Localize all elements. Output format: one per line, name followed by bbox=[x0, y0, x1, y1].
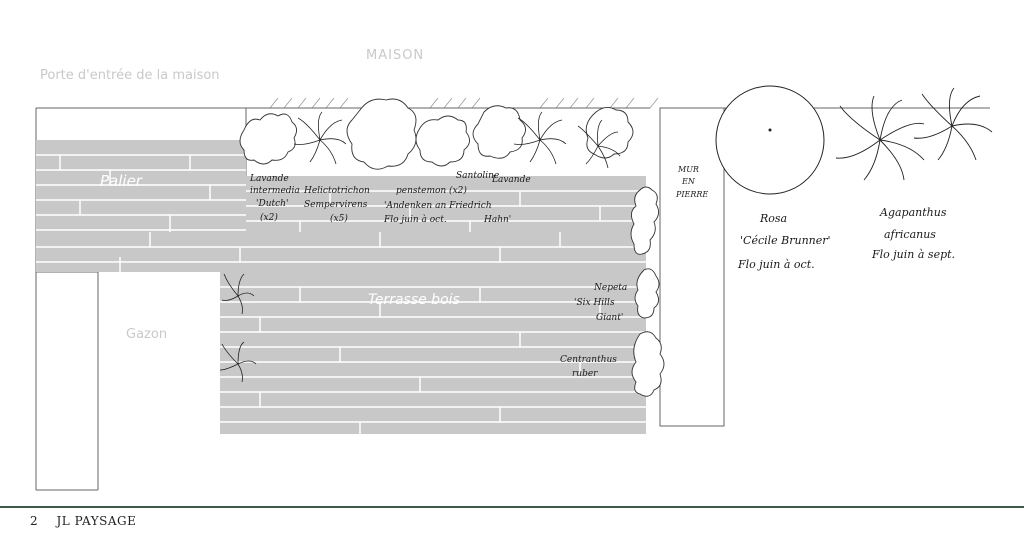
agapanthus-line-1: Agapanthus bbox=[879, 206, 947, 219]
lawn-label: Gazon bbox=[126, 327, 167, 342]
terrace-planks bbox=[36, 140, 646, 434]
shrub-lavande-intermedia-icon bbox=[239, 113, 297, 165]
plant-label-santolina: Santoline bbox=[456, 171, 499, 181]
lavandula-line-3: 'Dutch' bbox=[256, 199, 288, 209]
stone-wall-line-1: MUR bbox=[677, 165, 699, 174]
shrub-nepeta-lower-icon bbox=[634, 268, 660, 319]
helictotrichon-line-3: (x5) bbox=[330, 213, 348, 224]
shrub-right-icon bbox=[585, 107, 634, 159]
penstemon-line-3: Hahn' bbox=[483, 215, 511, 225]
plant-label-agapanthus: Agapanthus africanus Flo juin à sept. bbox=[871, 206, 955, 261]
rosa-centre-dot bbox=[768, 128, 772, 132]
rosa-line-3: Flo juin à oct. bbox=[737, 258, 815, 271]
nepeta-line-3: Giant' bbox=[596, 313, 623, 323]
plant-label-nepeta: Nepeta 'Six Hills Giant' bbox=[574, 283, 627, 323]
terrace-label: Terrasse bois bbox=[368, 292, 460, 308]
stone-wall-label: MUR EN PIERRE bbox=[675, 165, 708, 199]
company-name: JL PAYSAGE bbox=[56, 514, 137, 528]
deck-plank bbox=[246, 176, 646, 232]
plant-label-lavandula: Lavande intermedia 'Dutch' (x2) bbox=[249, 174, 300, 223]
deck-plank bbox=[36, 232, 646, 272]
house-label: MAISON bbox=[366, 48, 424, 63]
lavandula-line-1: Lavande bbox=[249, 174, 289, 184]
helictotrichon-line-1: Helictotrichon bbox=[303, 186, 370, 196]
rosa-line-1: Rosa bbox=[759, 212, 787, 225]
shrub-nepeta-icon bbox=[630, 186, 659, 255]
penstemon-line-1: penstemon (x2) bbox=[396, 185, 467, 196]
footer-rule bbox=[0, 506, 1024, 508]
grass-helictotrichon-icon bbox=[219, 111, 621, 383]
lavandula-line-2: intermedia bbox=[250, 186, 300, 196]
rosa-shrub-icon bbox=[715, 85, 825, 195]
penstemon-line-2: 'Andenken an Friedrich bbox=[384, 201, 492, 211]
plant-label-helictotrichon: Helictotrichon Sempervirens (x5) bbox=[303, 186, 370, 224]
plant-label-penstemon: penstemon (x2) 'Andenken an Friedrich Ha… bbox=[383, 185, 511, 225]
shrub-penstemon-icon bbox=[346, 98, 417, 170]
landing-label: Palier bbox=[100, 172, 143, 190]
lavandula-line-4: (x2) bbox=[260, 212, 278, 223]
nepeta-line-2: 'Six Hills bbox=[574, 298, 615, 308]
front-door-label: Porte d'entrée de la maison bbox=[40, 68, 220, 83]
agapanthus-icon bbox=[835, 87, 993, 181]
house-wall-hatch bbox=[269, 97, 659, 109]
shrub-lavande-icon bbox=[472, 105, 526, 159]
nepeta-line-1: Nepeta bbox=[593, 283, 627, 293]
page-number: 2 bbox=[30, 514, 39, 528]
agapanthus-line-3: Flo juin à sept. bbox=[871, 248, 955, 261]
agapanthus-line-2: africanus bbox=[884, 228, 936, 241]
helictotrichon-line-2: Sempervirens bbox=[304, 200, 368, 210]
rosa-line-2: 'Cécile Brunner' bbox=[740, 234, 831, 247]
footer: 2 JL PAYSAGE bbox=[30, 514, 150, 528]
shrub-centranthus-icon bbox=[631, 331, 665, 397]
stone-wall-line-3: PIERRE bbox=[675, 190, 708, 199]
shrub-santoline-icon bbox=[415, 115, 470, 167]
plant-label-rosa: Rosa 'Cécile Brunner' Flo juin à oct. bbox=[737, 212, 831, 271]
plant-label-centranthus: Centranthus ruber bbox=[560, 355, 617, 379]
centranthus-line-2: ruber bbox=[572, 369, 598, 379]
stone-wall-line-2: EN bbox=[681, 177, 696, 186]
plant-label-lavande: Lavande bbox=[491, 175, 531, 185]
centranthus-line-1: Centranthus bbox=[560, 355, 617, 365]
penstemon-line-4: Flo juin à oct. bbox=[383, 214, 447, 225]
